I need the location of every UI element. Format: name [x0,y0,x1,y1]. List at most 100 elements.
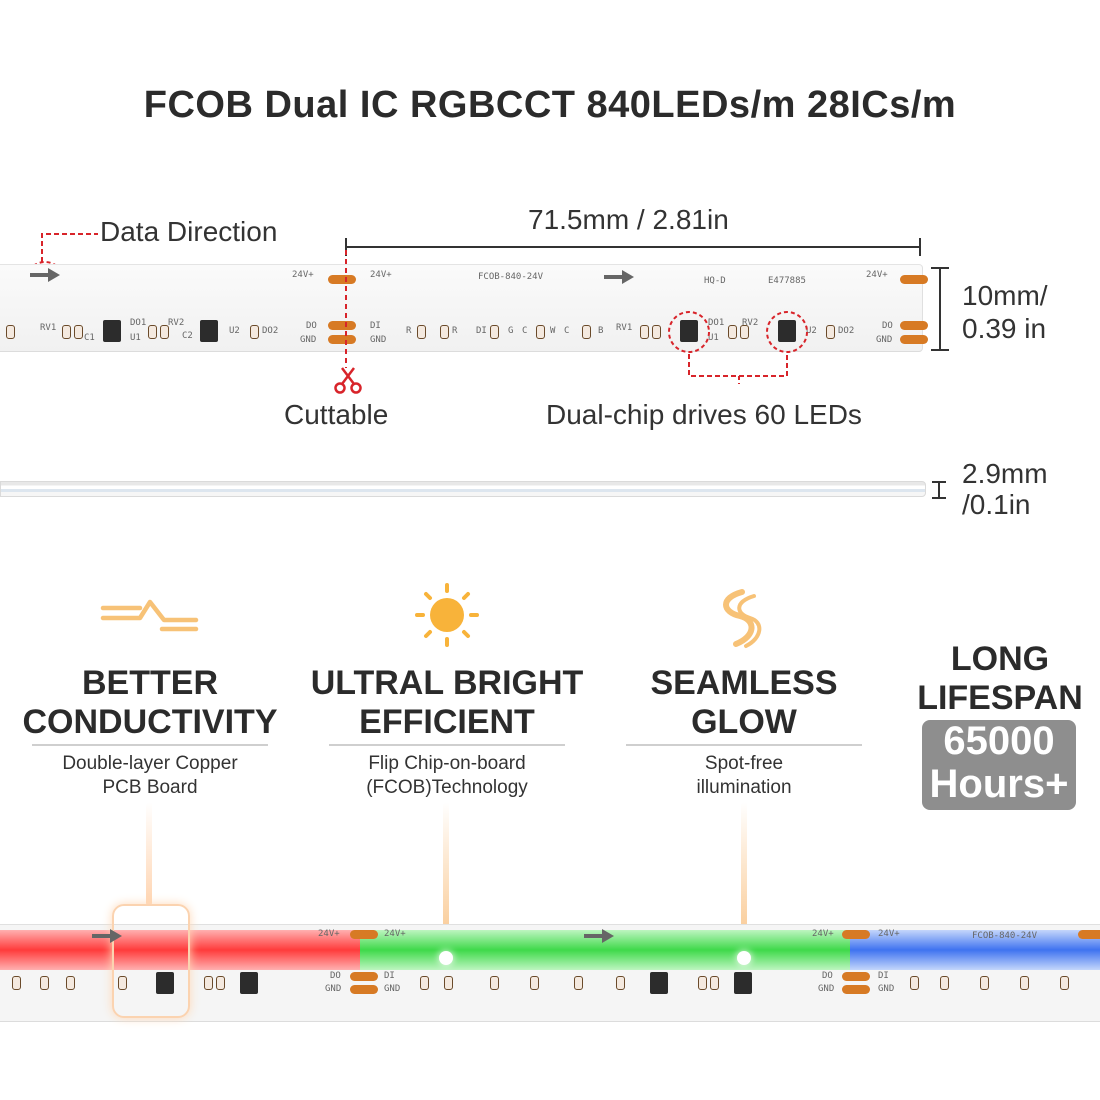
red-glow [0,930,380,970]
length-dimension-line [345,238,921,256]
led-component [640,325,649,339]
strip-24v-label: 24V+ [866,270,888,280]
strip-do-label: DO [306,321,317,331]
feature-sub-line2: PCB Board [102,777,198,798]
strip-u2-label: U2 [806,326,817,336]
feature-divider [626,744,862,746]
led-component [250,325,259,339]
thickness-dimension-line [932,481,946,499]
feature-connector-line [741,802,747,952]
ic-chip [680,320,698,342]
led-component [6,325,15,339]
ic-chip [650,972,668,994]
feature-title-line2: EFFICIENT [359,703,535,741]
green-glow [360,930,880,970]
data-arrow-icon [604,270,634,284]
wave-icon [723,589,762,648]
strip-di-label: DI [878,971,889,981]
led-component [66,976,75,990]
feature-sub-line1: Spot-free [704,753,784,774]
strip-model-label: FCOB-840-24V [478,272,544,282]
width-label-line2: 0.39 in [962,313,1047,344]
ic-chip [240,972,258,994]
led-component [74,325,83,339]
scissors-icon [334,367,362,394]
led-component [204,976,213,990]
feature-divider [329,744,565,746]
strip-gnd-label: GND [384,984,401,994]
strip-rv1-label: RV1 [616,323,633,333]
led-component [530,976,539,990]
led-component [118,976,127,990]
ic-chip [103,320,121,342]
lifespan-hours-line2: Hours+ [929,762,1069,806]
feature-title-line1: BETTER [82,664,218,702]
strip-do2-label: DO2 [838,326,855,336]
strip-gnd-label: GND [878,984,895,994]
strip-di-label: DI [476,326,487,336]
strip-di-label: DI [370,321,381,331]
ic-chip [778,320,796,342]
solder-pad [900,275,928,284]
feature-title-line2: CONDUCTIVITY [22,703,278,741]
led-component [417,325,426,339]
pcb-highlight-box [112,904,190,1018]
strip-gnd-label: GND [370,335,387,345]
dual-chip-callout [668,311,808,384]
strip-c1-label: C1 [84,333,95,343]
feature-title-line1: ULTRAL BRIGHT [310,664,584,702]
feature-connector-line [443,802,449,952]
strip-w-label: W [550,326,556,336]
thickness-label-line2: /0.1in [962,489,1031,520]
led-component [490,976,499,990]
strip-g-label: G [508,326,514,336]
strip-24v-label: 24V+ [384,929,406,939]
lifespan-badge: 65000 Hours+ [922,720,1076,810]
page-title: FCOB Dual IC RGBCCT 840LEDs/m 28ICs/m [143,84,957,126]
strip-u1-label: U1 [130,333,141,343]
strip-u2-label: U2 [229,326,240,336]
led-component [444,976,453,990]
strip-c-label: C [564,326,570,336]
led-component [940,976,949,990]
led-component [536,325,545,339]
strip-24v-label: 24V+ [812,929,834,939]
led-component [698,976,707,990]
led-component [740,325,749,339]
feature-divider [32,744,268,746]
thickness-label-line1: 2.9mm [962,458,1048,489]
led-strip-side-view [0,481,926,497]
ic-chip [734,972,752,994]
dual-chip-label: Dual-chip drives 60 LEDs [546,399,862,430]
led-component [216,976,225,990]
solder-pad [900,335,928,344]
led-component [62,325,71,339]
strip-24v-label: 24V+ [318,929,340,939]
strip-cert-logo: HQ-D [704,276,726,286]
lifespan-title-line1: LONG [950,640,1050,678]
led-component [160,325,169,339]
led-component [440,325,449,339]
width-label-line1: 10mm/ [962,280,1048,311]
led-component [490,325,499,339]
solder-pad [842,985,870,994]
solder-pad [842,972,870,981]
strip-24v-label: 24V+ [370,270,392,280]
strip-c2-label: C2 [182,331,193,341]
strip-gnd-label: GND [300,335,317,345]
led-component [420,976,429,990]
led-component [148,325,157,339]
strip-do1-label: DO1 [130,318,147,328]
solder-pad [350,930,378,939]
led-component [40,976,49,990]
strip-rv2-label: RV2 [742,318,759,328]
strip-u1-label: U1 [708,333,719,343]
feature-sub-line2: illumination [696,777,792,798]
strip-gnd-label: GND [325,984,342,994]
led-component [574,976,583,990]
led-component [616,976,625,990]
sun-icon [415,583,479,647]
cut-line [345,250,347,368]
strip-di-label: DI [384,971,395,981]
strip-c-label: C [522,326,528,336]
